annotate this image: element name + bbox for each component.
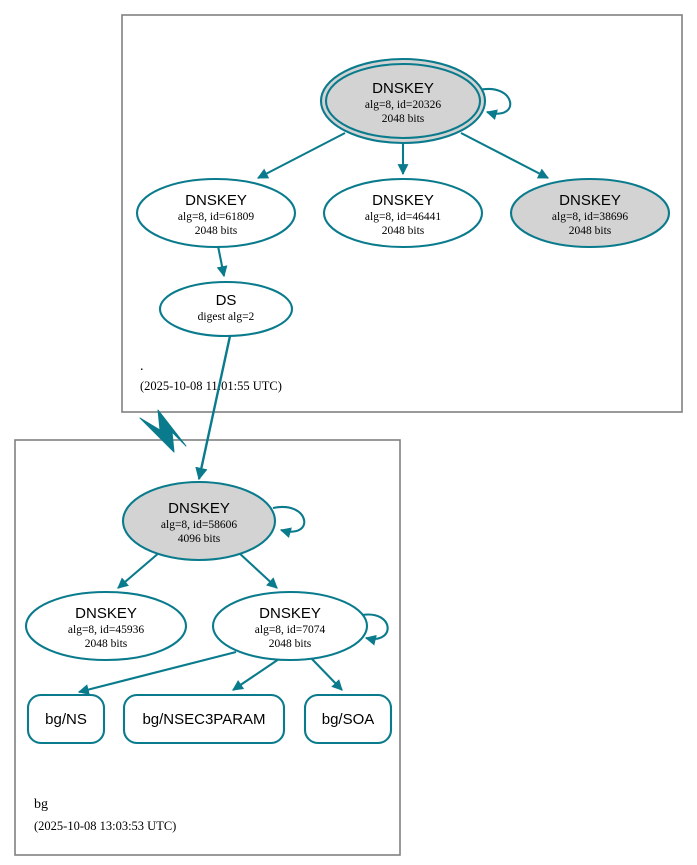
dnskey-ellipse: [322, 177, 484, 249]
dnskey-title: DNSKEY: [259, 605, 321, 622]
rrset-box: [26, 693, 106, 745]
edge-bg-zsk-7074-to-bg-soa: [310, 657, 343, 691]
edge-self-loop-bg-zsk-7074: [361, 613, 389, 646]
edge-bg-zsk-7074-to-bg-nsec3param: [232, 658, 280, 691]
edge-bg-ksk-to-zsk-45936: [117, 551, 161, 589]
zone-label-root: .: [140, 359, 144, 374]
dnskey-title: DNSKEY: [372, 192, 434, 209]
dnskey-alg-id: alg=8, id=61809: [178, 211, 254, 223]
dnskey-size: 2048 bits: [85, 638, 128, 650]
node-bg-zsk-45936[interactable]: DNSKEY alg=8, id=45936 2048 bits: [24, 590, 188, 662]
dnskey-size: 2048 bits: [382, 225, 425, 237]
rrset-box: [122, 693, 286, 745]
zone-label-bg: bg: [34, 797, 48, 812]
dnskey-title: DNSKEY: [185, 192, 247, 209]
node-root-zsk-61809[interactable]: DNSKEY alg=8, id=61809 2048 bits: [135, 177, 297, 249]
node-root-ds[interactable]: DS digest alg=2: [158, 280, 294, 338]
dnskey-size: 2048 bits: [569, 225, 612, 237]
edge-bg-ksk-to-zsk-7074: [237, 551, 278, 589]
node-bg-ksk-58606[interactable]: DNSKEY alg=8, id=58606 4096 bits: [121, 480, 277, 562]
zone-cluster-root: . (2025-10-08 11:01:55 UTC): [121, 14, 683, 413]
edge-layer-bg: [77, 505, 389, 695]
rrset-node-bg-soa[interactable]: bg/SOA: [303, 693, 393, 745]
edge-layer-root: [216, 87, 549, 278]
rrset-label: bg/NSEC3PARAM: [142, 711, 265, 728]
dnskey-ellipse: [24, 590, 188, 662]
zone-box-root: [121, 14, 683, 413]
dnskey-ellipse: [509, 177, 671, 249]
edge-root-zsk-61809-to-ds: [216, 245, 228, 278]
dnskey-alg-id: alg=8, id=38696: [552, 211, 628, 223]
dnskey-alg-id: alg=8, id=45936: [68, 624, 144, 636]
ds-ellipse: [158, 280, 294, 338]
dnskey-inner-ellipse: [324, 62, 482, 140]
dnskey-ellipse: [121, 480, 277, 562]
dnskey-title: DNSKEY: [372, 80, 434, 97]
dnskey-alg-id: alg=8, id=20326: [365, 99, 441, 111]
node-root-zsk-38696[interactable]: DNSKEY alg=8, id=38696 2048 bits: [509, 177, 671, 249]
edge-self-loop-root-ksk: [478, 87, 512, 120]
dnskey-title: DNSKEY: [559, 192, 621, 209]
dnskey-size: 4096 bits: [178, 533, 221, 545]
dnskey-ellipse: [211, 590, 369, 662]
node-bg-zsk-7074[interactable]: DNSKEY alg=8, id=7074 2048 bits: [211, 590, 369, 662]
edge-root-ksk-to-zsk-61809: [257, 132, 346, 179]
rrset-label: bg/SOA: [322, 711, 375, 728]
zone-date-bg: (2025-10-08 13:03:53 UTC): [34, 819, 176, 833]
dnskey-ellipse: [135, 177, 297, 249]
edge-root-ksk-to-zsk-38696: [460, 132, 549, 179]
dnskey-title: DNSKEY: [168, 500, 230, 517]
delegation-chevron-icon: [139, 409, 187, 453]
dnskey-alg-id: alg=8, id=58606: [161, 519, 237, 531]
ds-title: DS: [216, 292, 237, 309]
edge-ds-to-bg-ksk-delegation: [195, 335, 232, 481]
rrset-label: bg/NS: [45, 711, 87, 728]
edge-self-loop-bg-ksk: [272, 505, 306, 538]
rrset-node-bg-ns[interactable]: bg/NS: [26, 693, 106, 745]
zone-date-root: (2025-10-08 11:01:55 UTC): [140, 379, 282, 393]
dnskey-size: 2048 bits: [195, 225, 238, 237]
ds-digest-alg: digest alg=2: [198, 311, 255, 323]
dnskey-alg-id: alg=8, id=7074: [255, 624, 326, 636]
dnskey-alg-id: alg=8, id=46441: [365, 211, 441, 223]
node-root-ksk-20326[interactable]: DNSKEY alg=8, id=20326 2048 bits: [319, 57, 487, 145]
rrset-node-bg-nsec3param[interactable]: bg/NSEC3PARAM: [122, 693, 286, 745]
dnskey-title: DNSKEY: [75, 605, 137, 622]
edge-bg-zsk-7074-to-bg-ns: [77, 650, 237, 695]
dnskey-size: 2048 bits: [382, 113, 425, 125]
dnskey-size: 2048 bits: [269, 638, 312, 650]
node-root-zsk-46441[interactable]: DNSKEY alg=8, id=46441 2048 bits: [322, 177, 484, 249]
rrset-box: [303, 693, 393, 745]
